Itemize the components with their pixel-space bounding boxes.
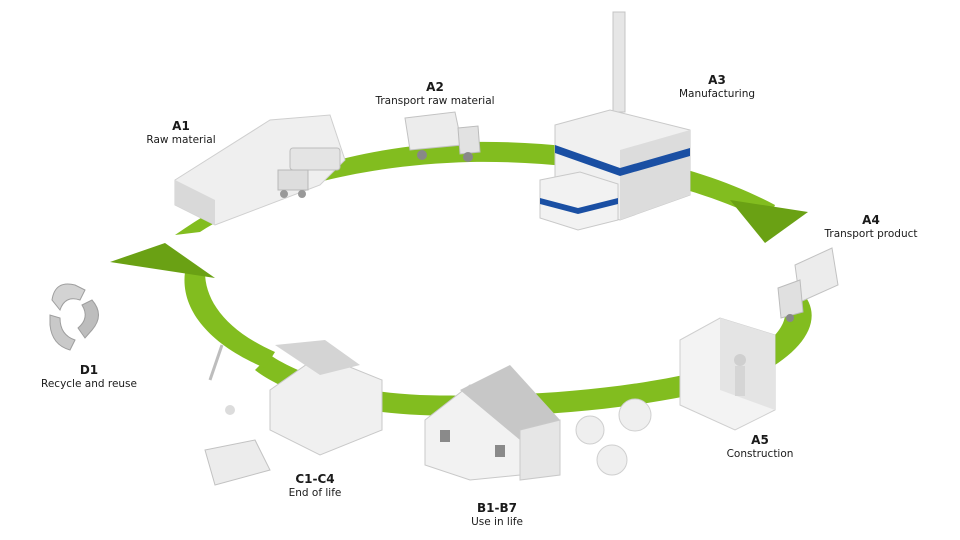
stage-label-a2: A2 Transport raw material (375, 80, 494, 108)
stage-name: Raw material (146, 134, 216, 146)
stage-name: Construction (726, 448, 794, 460)
stage-label-d1: D1 Recycle and reuse (41, 363, 137, 391)
stage-label-b1-b7: B1-B7 Use in life (471, 501, 523, 529)
stage-label-a5: A5 Construction (727, 433, 794, 461)
stage-code: A5 (751, 433, 769, 447)
house-icon (424, 365, 561, 481)
stage-name: Transport raw material (375, 95, 495, 107)
stage-name: Use in life (471, 516, 523, 528)
factory-icon (539, 11, 691, 231)
delivery-truck-icon (777, 247, 839, 322)
dump-truck-icon (404, 111, 481, 162)
construction-worker-icon (679, 317, 776, 431)
stage-code: A4 (862, 213, 880, 227)
demolition-icon (204, 340, 383, 486)
quarry-excavator-icon (174, 114, 346, 226)
stage-label-a3: A3 Manufacturing (679, 73, 755, 101)
stage-code: D1 (79, 363, 99, 377)
stage-label-a4: A4 Transport product (825, 213, 918, 241)
stage-code: A2 (426, 80, 444, 94)
trees-icon (575, 398, 652, 476)
stage-code: C1-C4 (295, 472, 335, 486)
stage-label-a1: A1 Raw material (146, 119, 215, 147)
stage-code: A1 (172, 119, 190, 133)
stage-code: B1-B7 (477, 501, 517, 515)
recycle-icon (49, 283, 99, 351)
stage-code: A3 (708, 73, 726, 87)
stage-label-c1-c4: C1-C4 End of life (289, 472, 342, 500)
stage-name: Recycle and reuse (41, 378, 137, 390)
stage-name: Manufacturing (678, 88, 756, 100)
stage-name: End of life (288, 487, 342, 499)
stage-name: Transport product (824, 228, 918, 240)
